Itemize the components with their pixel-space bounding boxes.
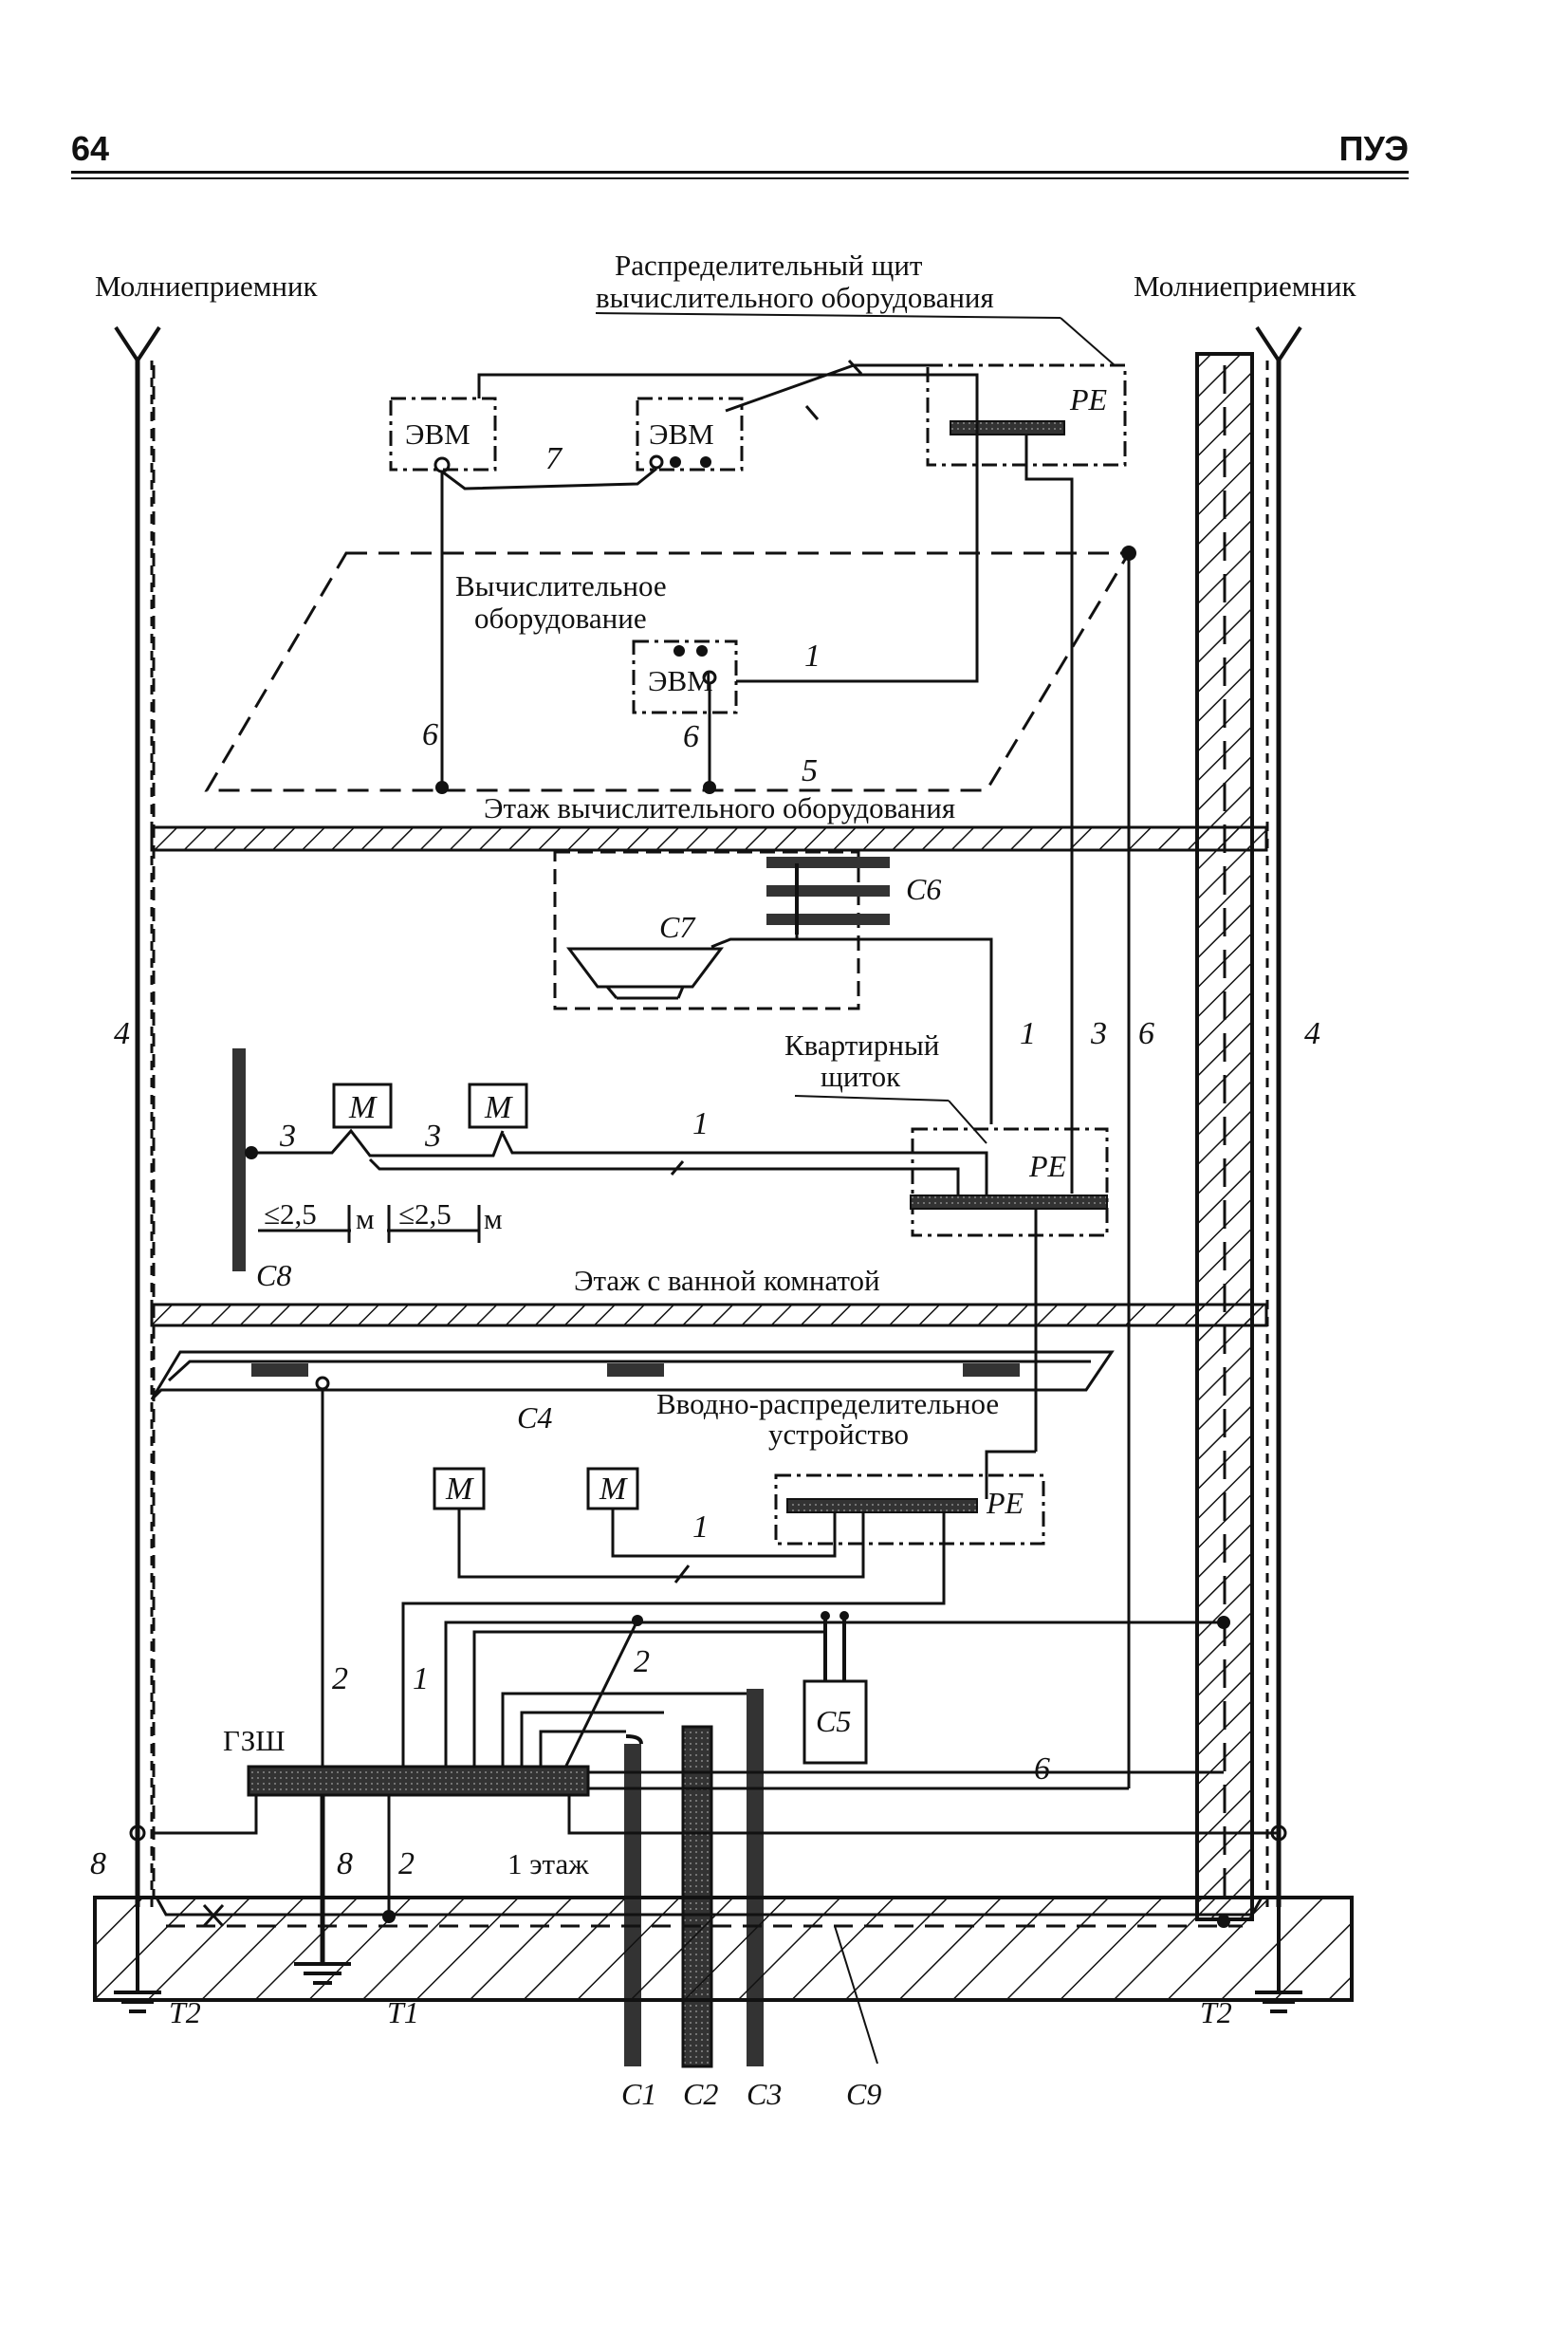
floor-slab-upper (150, 825, 1268, 852)
conductor-num-8: 8 (337, 1846, 353, 1881)
conductor-num-1: 1 (413, 1661, 429, 1696)
evm-label: ЭВМ (649, 417, 714, 451)
ground-symbol-t1 (294, 1962, 351, 1985)
distance-limit-1: ≤2,5 (264, 1197, 317, 1231)
apt-panel: PE (910, 1127, 1109, 1237)
floor-bathroom-label: Этаж с ванной комнатой (574, 1264, 880, 1297)
conductor-num-1: 1 (804, 639, 821, 674)
conductor-num-7: 7 (545, 441, 563, 476)
evm-box-1: ЭВМ (389, 397, 497, 473)
page-number: 64 (71, 129, 110, 168)
pe-label: PE (1028, 1149, 1067, 1183)
lightning-rod-left-label: Молниеприемник (95, 269, 319, 303)
code-c2: C2 (683, 2077, 718, 2111)
conductor-num-6: 6 (1138, 1016, 1154, 1051)
building-frame (152, 352, 1254, 1921)
lightning-rod-left (114, 325, 161, 1907)
foundation (93, 1896, 1354, 2002)
ground-symbol-t2-right (1255, 1907, 1302, 2013)
pipe-c8 (232, 1048, 246, 1271)
pe-label: PE (986, 1486, 1024, 1520)
pipe-c4 (150, 1350, 1115, 1401)
code-c3: C3 (747, 2077, 782, 2111)
equipment-c5 (802, 1679, 868, 1765)
conductor-num-6: 6 (683, 719, 699, 754)
conductor-num-4: 4 (114, 1016, 130, 1051)
conductor-num-8: 8 (90, 1846, 106, 1881)
pe-label: PE (1069, 382, 1108, 417)
code-c5: C5 (816, 1704, 851, 1738)
lightning-rod-right-label: Молниеприемник (1134, 269, 1357, 303)
floor-slab-middle (150, 1303, 1268, 1327)
pipe-c3 (747, 1689, 764, 2066)
conductor-num-2: 2 (398, 1846, 415, 1881)
document-code: ПУЭ (1338, 129, 1409, 168)
lightning-rod-right (1255, 325, 1302, 1907)
motor-label: М (599, 1472, 628, 1507)
conductor-num-6: 6 (422, 717, 438, 752)
evm-box-3: ЭВМ (632, 639, 738, 714)
conductor-num-3: 3 (1090, 1016, 1107, 1051)
bathtub (566, 947, 724, 989)
code-t2: T2 (1200, 1995, 1232, 2029)
distance-unit-2: м (484, 1202, 503, 1235)
equipment-label-line1: Вычислительное (455, 569, 667, 602)
evm-label: ЭВМ (405, 417, 470, 451)
conductor-num-5: 5 (802, 753, 818, 788)
equipment-label-line2: оборудование (474, 602, 647, 635)
conductor-num-1: 1 (692, 1509, 709, 1545)
code-c7: C7 (659, 910, 696, 944)
panel-label-line1: Распределительный щит (615, 249, 923, 282)
pipe-c6 (766, 857, 890, 935)
code-t2: T2 (169, 1995, 201, 2029)
conductor-num-6: 6 (1034, 1751, 1050, 1787)
conductor-num-3: 3 (424, 1119, 441, 1154)
vru-label-line1: Вводно-распределительное (656, 1387, 999, 1420)
ground-symbol-t2-left (114, 1907, 161, 2013)
floor-first-label: 1 этаж (507, 1847, 589, 1880)
apt-panel-label-line2: щиток (821, 1060, 901, 1093)
header-rule-thin (71, 177, 1409, 179)
conductor-num-3: 3 (279, 1119, 296, 1154)
evm-label: ЭВМ (648, 664, 713, 697)
header-rule (71, 171, 1409, 174)
conductor-num-2: 2 (332, 1661, 348, 1696)
distance-limit-2: ≤2,5 (398, 1197, 452, 1231)
motor-label: М (445, 1472, 474, 1507)
vru-panel: PE (774, 1473, 1045, 1546)
conductor-num-2: 2 (634, 1644, 650, 1679)
evm-box-2: ЭВМ (636, 397, 744, 472)
conductor-num-4: 4 (1304, 1016, 1320, 1051)
motor-1 (332, 1083, 393, 1129)
vru-label-line2: устройство (768, 1417, 909, 1451)
motor-2 (468, 1083, 528, 1129)
code-c9: C9 (846, 2077, 881, 2111)
code-c6: C6 (906, 872, 941, 906)
page-header: 64 ПУЭ (71, 123, 1409, 180)
motor-label: М (348, 1090, 378, 1125)
panel-label-line2: вычислительного оборудования (596, 281, 994, 314)
motor-label: М (484, 1090, 513, 1125)
floor-computer-label: Этаж вычислительного оборудования (484, 791, 955, 824)
conductor-num-1: 1 (692, 1106, 709, 1141)
code-c8: C8 (256, 1258, 291, 1292)
main-earthing-bar (247, 1765, 590, 1797)
gzsh-label: ГЗШ (223, 1724, 286, 1757)
code-t1: T1 (387, 1995, 419, 2029)
code-c4: C4 (517, 1400, 552, 1435)
code-c1: C1 (621, 2077, 656, 2111)
distance-unit-1: м (356, 1202, 375, 1235)
apt-panel-label-line1: Квартирный (784, 1028, 939, 1062)
conductor-num-1: 1 (1020, 1016, 1036, 1051)
